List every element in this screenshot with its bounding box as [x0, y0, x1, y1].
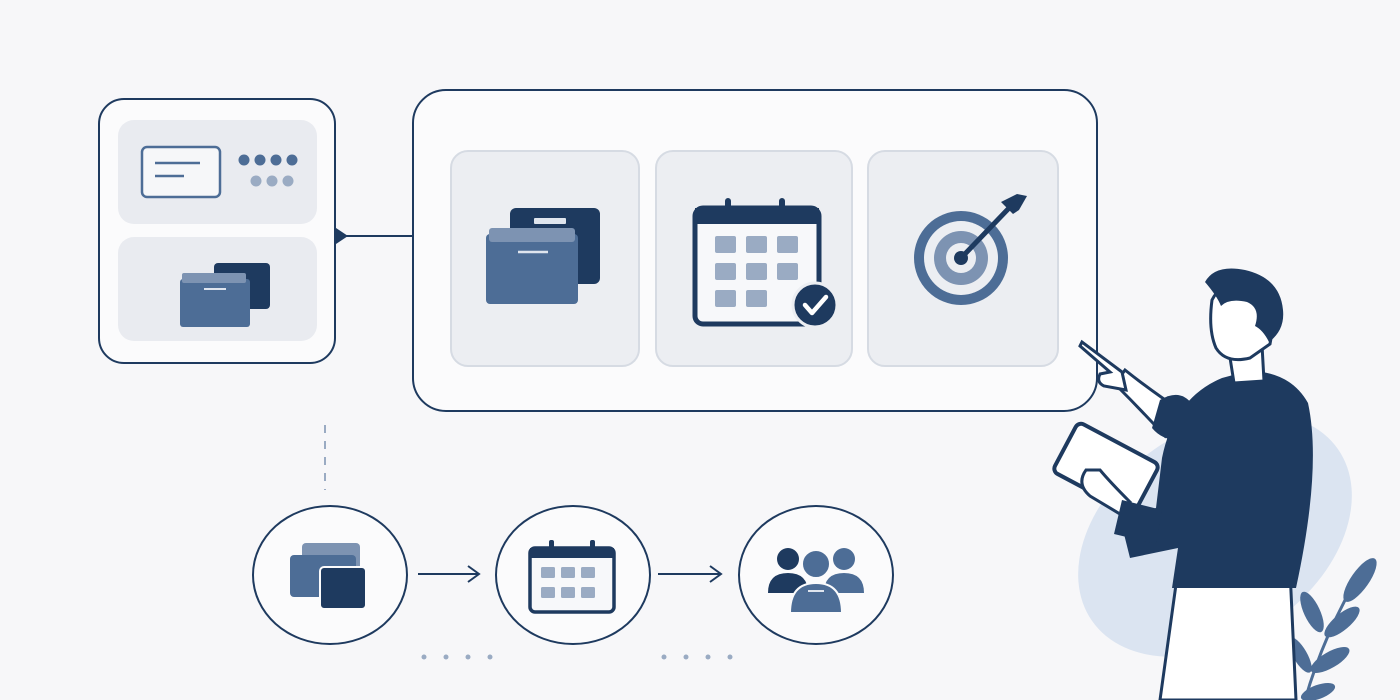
calendar-card[interactable]	[655, 150, 853, 367]
stacked-folders-icon	[290, 543, 367, 610]
accent-blob	[1078, 413, 1352, 657]
arrow-right-icon	[418, 565, 481, 583]
left-bottom-tile[interactable]	[118, 237, 317, 341]
flow-step-folders[interactable]	[252, 505, 408, 645]
check-badge-icon	[791, 281, 839, 329]
arrow-right-icon	[658, 565, 723, 583]
calendar-icon	[528, 540, 616, 614]
dots-decoration-icon	[421, 654, 733, 660]
flow-step-team[interactable]	[738, 505, 894, 645]
dots-icon	[238, 154, 298, 187]
folders-card[interactable]	[450, 150, 640, 367]
target-icon	[914, 194, 1027, 305]
flow-step-calendar[interactable]	[495, 505, 651, 645]
window-icon	[140, 145, 298, 199]
calendar-check-icon	[692, 198, 839, 329]
connector-arrow-icon	[336, 228, 348, 244]
team-icon	[768, 548, 864, 614]
left-top-tile[interactable]	[118, 120, 317, 224]
folders-icon	[486, 208, 600, 304]
folders-icon	[180, 263, 270, 327]
target-card[interactable]	[867, 150, 1059, 367]
